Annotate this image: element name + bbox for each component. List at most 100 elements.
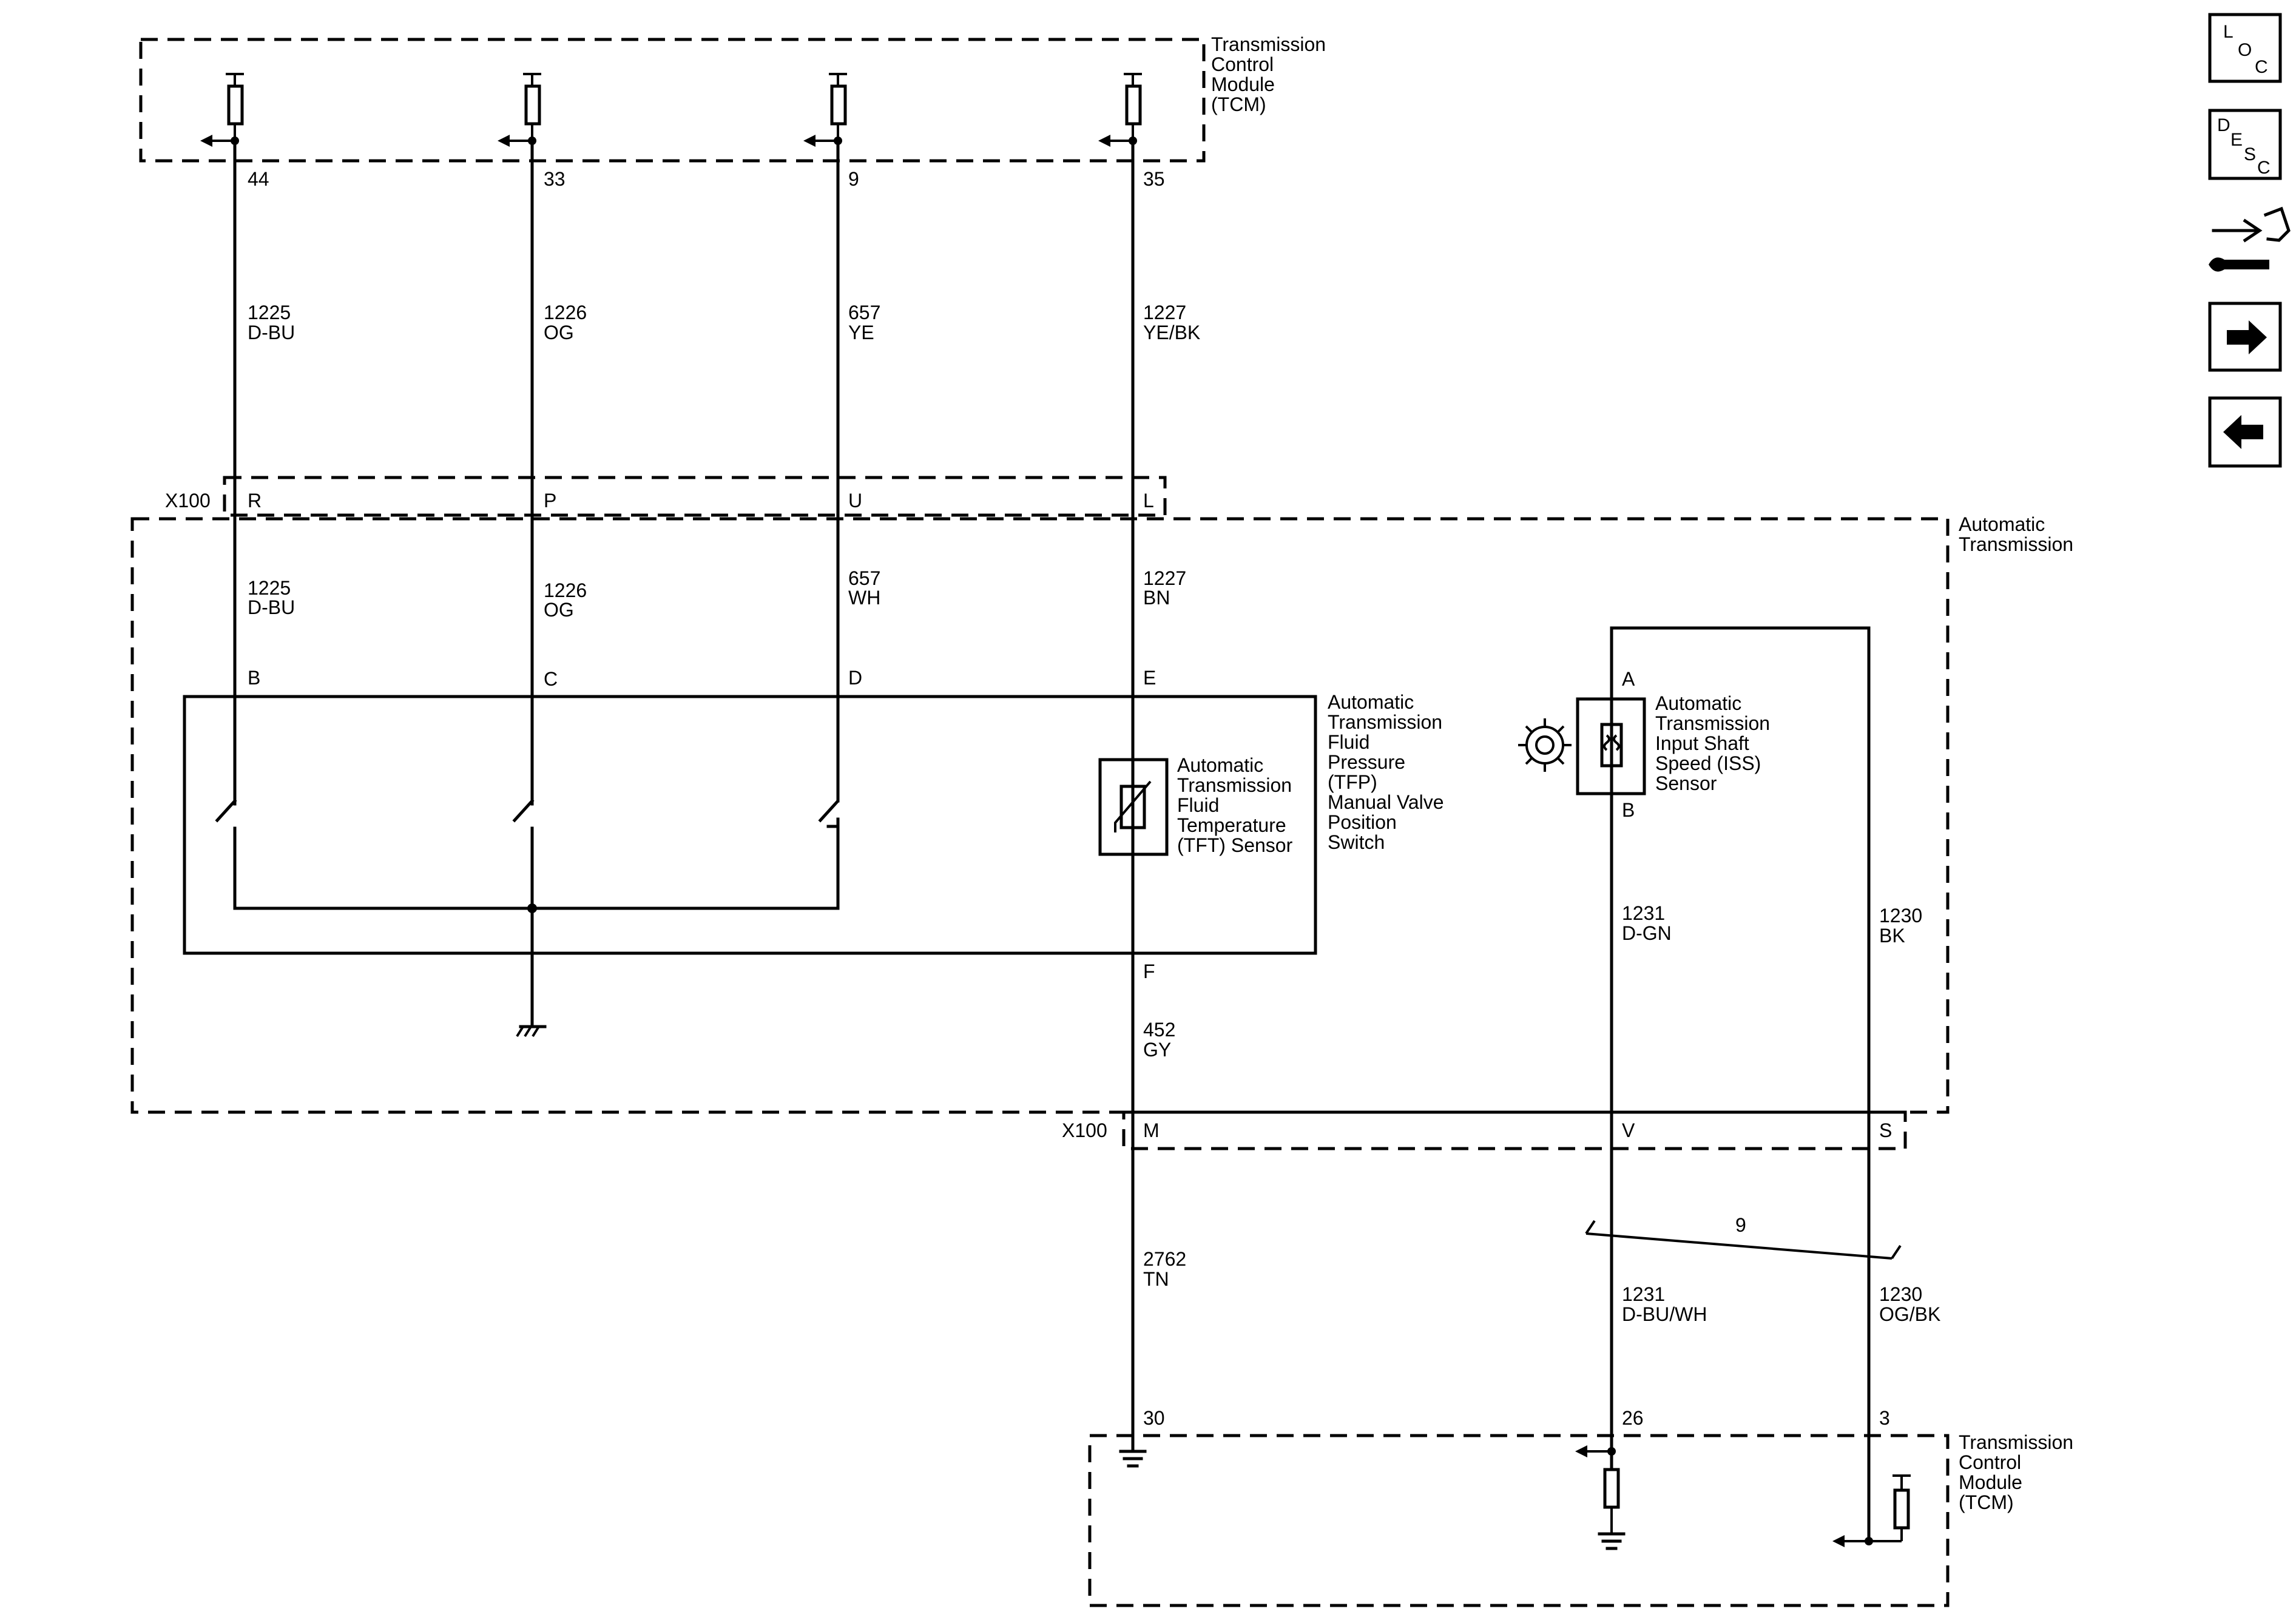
x100-top-connector: X100 R P U L: [165, 476, 1167, 517]
desc-letter-s: S: [2244, 144, 2256, 164]
gear-icon: [1518, 718, 1572, 772]
iss-name-4: Speed (ISS): [1655, 752, 1761, 774]
wire-2762-circuit: 2762: [1143, 1248, 1186, 1270]
iss-name-5: Sensor: [1655, 772, 1717, 794]
loc-letter-l: L: [2223, 22, 2234, 42]
wire-1230-lower-color: OG/BK: [1879, 1303, 1940, 1325]
iss-pin-b: B: [1622, 799, 1635, 821]
wire-1227-circuit: 1227: [1143, 302, 1186, 323]
wire-1227-mid-circuit: 1227: [1143, 567, 1186, 589]
tcm-bottom-name-line3: Module: [1959, 1471, 2022, 1493]
wire-1230-lower-circuit: 1230: [1879, 1283, 1922, 1305]
tcm-top-name-line4: (TCM): [1211, 93, 1266, 115]
wire-1231-lower-color: D-BU/WH: [1622, 1303, 1707, 1325]
ground-icon-pin30: [1119, 1450, 1147, 1468]
switch-pin-e: E: [1143, 667, 1156, 689]
auto-trans-name-line2: Transmission: [1959, 533, 2073, 555]
x100-pin-l: L: [1143, 490, 1154, 511]
tft-name-1: Automatic: [1177, 754, 1263, 776]
desc-letter-c: C: [2257, 158, 2271, 178]
switch-pin-c: C: [544, 668, 558, 690]
tcm-top-name-line3: Module: [1211, 73, 1275, 95]
switch-contact-d-stub: [826, 817, 840, 828]
tfp-name-8: Switch: [1328, 831, 1385, 853]
tft-name-5: (TFT) Sensor: [1177, 834, 1293, 856]
wire-1225-color: D-BU: [248, 322, 295, 343]
switch-contact-c: [512, 798, 535, 823]
tft-name-2: Transmission: [1177, 774, 1292, 796]
tfp-name-4: Pressure: [1328, 751, 1405, 773]
tcm-bottom-name-line1: Transmission: [1959, 1431, 2073, 1453]
tcm-top-input-44: [200, 73, 244, 147]
switch-contact-d: [818, 793, 840, 823]
tfp-name-2: Transmission: [1328, 711, 1442, 733]
switch-pin-b: B: [248, 667, 260, 689]
x100-pin-s: S: [1879, 1119, 1892, 1141]
tcm-pin-26: 26: [1622, 1407, 1644, 1429]
tft-name-3: Fluid: [1177, 794, 1219, 816]
loc-letter-o: O: [2238, 40, 2252, 60]
x100-pin-p: P: [544, 490, 556, 511]
tft-name-4: Temperature: [1177, 814, 1286, 836]
nav-desc-button[interactable]: D E S C: [2208, 109, 2282, 180]
iss-pin-a: A: [1622, 668, 1635, 690]
wire-1226-mid-circuit: 1226: [544, 579, 587, 601]
previous-arrow-icon[interactable]: [2208, 396, 2282, 468]
x100-top-label: X100: [165, 490, 211, 511]
wire-1225-mid-circuit: 1225: [248, 577, 291, 599]
tfp-name-6: Manual Valve: [1328, 791, 1444, 813]
wire-1227-mid-color: BN: [1143, 587, 1170, 609]
wire-657-mid-circuit: 657: [848, 567, 880, 589]
tcm-pin-3: 3: [1879, 1407, 1890, 1429]
switch-pin-f: F: [1143, 960, 1155, 982]
wire-1226-circuit: 1226: [544, 302, 587, 323]
twisted-pair-indicator: 9: [1585, 1214, 1902, 1260]
tcm-top-input-9: [803, 73, 847, 147]
tcm-pin-9: 9: [848, 168, 859, 190]
loc-letter-c: C: [2255, 57, 2268, 77]
tcm-pin-33: 33: [544, 168, 566, 190]
connector-service-icon[interactable]: [2209, 206, 2291, 272]
tcm-bottom-module: Transmission Control Module (TCM): [1088, 1431, 2073, 1607]
iss-name-2: Transmission: [1655, 712, 1770, 734]
wire-657-mid-color: WH: [848, 587, 880, 609]
desc-letter-d: D: [2217, 115, 2230, 135]
x100-bottom-connector: X100 M V S: [1062, 1110, 1907, 1150]
wire-657-circuit: 657: [848, 302, 880, 323]
tcm-top-input-35: [1098, 73, 1142, 147]
nav-loc-button[interactable]: L O C: [2208, 13, 2282, 83]
tfp-name-7: Position: [1328, 811, 1397, 833]
wire-657-color: YE: [848, 322, 874, 343]
tcm-top-input-33: [498, 73, 541, 147]
x100-pin-r: R: [248, 490, 262, 511]
next-arrow-icon[interactable]: [2208, 302, 2282, 372]
iss-name-3: Input Shaft: [1655, 732, 1749, 754]
switch-contact-b: [215, 798, 237, 823]
tfp-name-5: (TFP): [1328, 771, 1377, 793]
tfp-name-3: Fluid: [1328, 731, 1369, 753]
tcm-bottom-input-3: [1832, 1474, 1911, 1547]
tfp-switch-box: [183, 695, 1317, 955]
wire-1225-circuit: 1225: [248, 302, 291, 323]
iss-name-1: Automatic: [1655, 692, 1741, 714]
switch-pin-d: D: [848, 667, 862, 689]
automatic-transmission-boundary: Automatic Transmission: [130, 513, 2073, 1114]
iss-sensor: A B Automatic Transmission Input Shaft S…: [1576, 626, 1871, 1543]
tcm-top-name-line1: Transmission: [1211, 33, 1326, 55]
wire-1230-circuit: 1230: [1879, 905, 1922, 927]
wire-1231-color: D-GN: [1622, 922, 1672, 944]
ground-icon: [516, 1025, 547, 1038]
wire-1226-mid-color: OG: [544, 599, 574, 621]
x100-bottom-label: X100: [1062, 1119, 1107, 1141]
auto-trans-name-line1: Automatic: [1959, 513, 2045, 535]
x100-pin-m: M: [1143, 1119, 1160, 1141]
wire-2762-color: TN: [1143, 1268, 1169, 1290]
twist-label: 9: [1735, 1214, 1746, 1236]
wire-452-color: GY: [1143, 1039, 1171, 1061]
tcm-bottom-name-line4: (TCM): [1959, 1491, 2014, 1513]
tcm-bottom-name-line2: Control: [1959, 1451, 2021, 1473]
x100-pin-v: V: [1622, 1119, 1635, 1141]
wire-1225-mid-color: D-BU: [248, 596, 295, 618]
x100-pin-u: U: [848, 490, 862, 511]
